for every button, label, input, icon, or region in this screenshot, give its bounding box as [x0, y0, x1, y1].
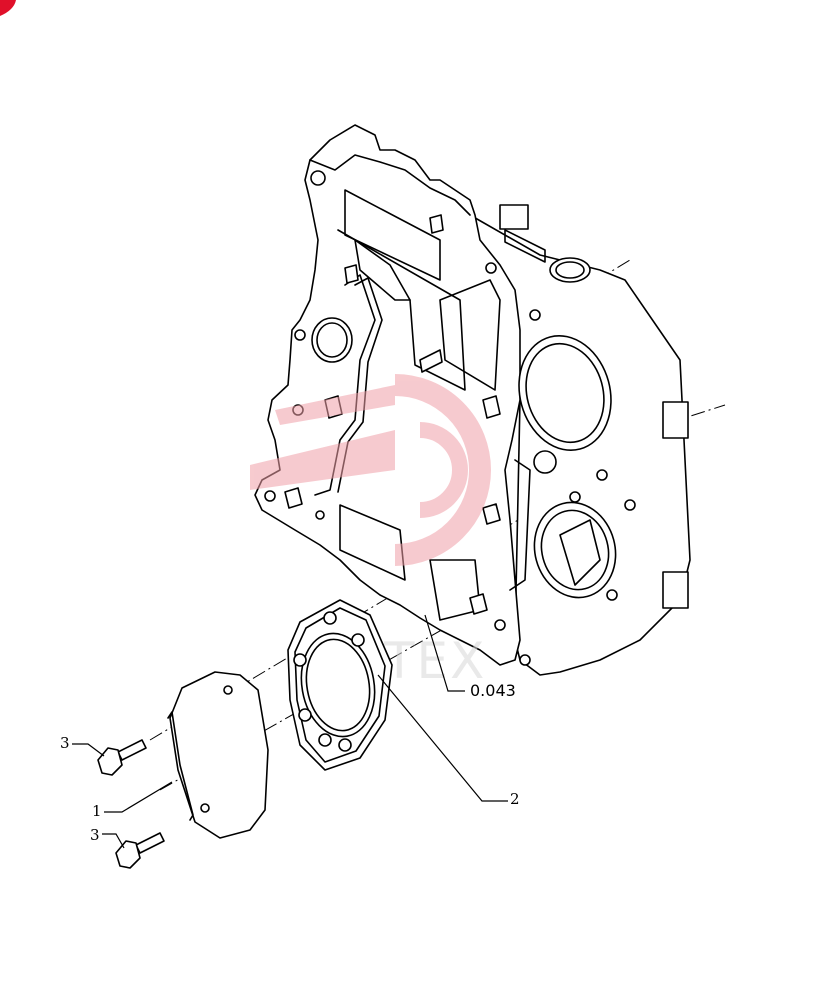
callout-number: 1 — [92, 802, 102, 820]
cover-plate-part-1 — [167, 671, 269, 839]
bolt-upper-part-3 — [97, 739, 147, 776]
gasket-part-2 — [287, 599, 393, 771]
leader-lines — [72, 614, 508, 849]
watermark-logo-icon — [250, 374, 491, 566]
callout-number: 3 — [90, 826, 100, 844]
brand-logo-fragment-icon — [0, 0, 16, 16]
transmission-housing — [254, 124, 691, 676]
callout-number: 3 — [60, 734, 70, 752]
bolt-lower-part-3 — [115, 832, 165, 869]
callout-number: 2 — [510, 790, 520, 808]
reference-label: 0.043 — [470, 681, 516, 700]
